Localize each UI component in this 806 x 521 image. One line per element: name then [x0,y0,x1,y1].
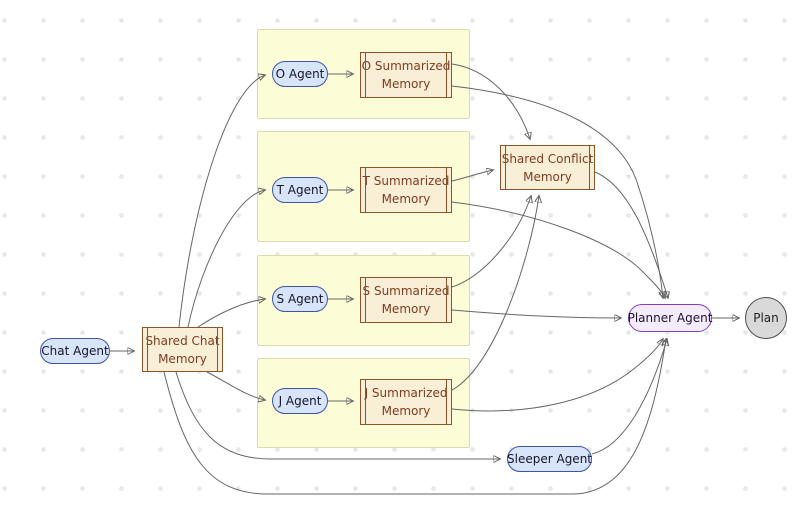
edge-sharedchat-to-sagent [197,299,265,328]
s-agent-label: S Agent [276,292,324,306]
node-s-summarized-memory: S Summarized Memory [360,277,452,323]
shared-chat-memory-label-line1: Shared Chat [145,333,220,348]
j-memory-label-line2: Memory [381,404,431,418]
t-memory-label-line1: T Summarized [362,174,450,188]
edge-tmemory-to-planner [451,201,665,298]
shared-conflict-memory-label-line2: Memory [523,169,572,184]
edge-smemory-to-planner [451,309,621,318]
node-shared-chat-memory: Shared Chat Memory [142,327,223,372]
o-memory-label-line2: Memory [381,77,431,91]
j-memory-label-line1: J Summarized [364,386,448,400]
edge-sharedchat-to-oagent [178,75,265,328]
node-t-agent: T Agent [272,177,328,203]
node-chat-agent: Chat Agent [40,338,110,364]
edge-jmemory-to-conflict [451,196,539,391]
planner-agent-label: Planner Agent [627,311,713,325]
node-plan: Plan [745,297,787,339]
edge-sharedchat-to-tagent [187,190,265,328]
edge-smemory-to-conflict [451,196,531,288]
node-o-agent: O Agent [272,61,328,87]
shared-conflict-memory-label-line1: Shared Conflict [501,151,594,166]
edge-conflict-to-planner [594,171,668,298]
node-shared-conflict-memory: Shared Conflict Memory [500,145,595,190]
node-j-summarized-memory: J Summarized Memory [360,379,452,425]
edge-tmemory-to-conflict [451,170,493,182]
node-planner-agent: Planner Agent [628,304,712,332]
plan-label: Plan [753,311,779,325]
node-o-summarized-memory: O Summarized Memory [360,52,452,98]
node-j-agent: J Agent [272,388,328,414]
node-sleeper-agent: Sleeper Agent [507,446,592,472]
edge-sharedchat-to-jagent [206,371,265,400]
o-agent-label: O Agent [275,67,325,81]
t-memory-label-line2: Memory [381,192,431,206]
s-memory-label-line1: S Summarized [362,284,450,298]
chat-agent-label: Chat Agent [41,344,109,358]
node-t-summarized-memory: T Summarized Memory [360,167,452,213]
edge-jmemory-to-planner [451,339,663,412]
j-agent-label: J Agent [278,394,322,408]
o-memory-label-line1: O Summarized [361,59,451,73]
t-agent-label: T Agent [276,183,324,197]
edge-sleeper-to-planner [591,339,667,455]
sleeper-agent-label: Sleeper Agent [507,452,592,466]
shared-chat-memory-label-line2: Memory [158,351,207,366]
edge-sharedchat-to-planner [163,339,666,495]
s-memory-label-line2: Memory [381,302,431,316]
edge-omemory-to-conflict [451,63,530,139]
node-s-agent: S Agent [272,286,328,312]
edge-sharedchat-to-sleeper [175,371,500,459]
edge-omemory-to-planner [451,85,663,298]
